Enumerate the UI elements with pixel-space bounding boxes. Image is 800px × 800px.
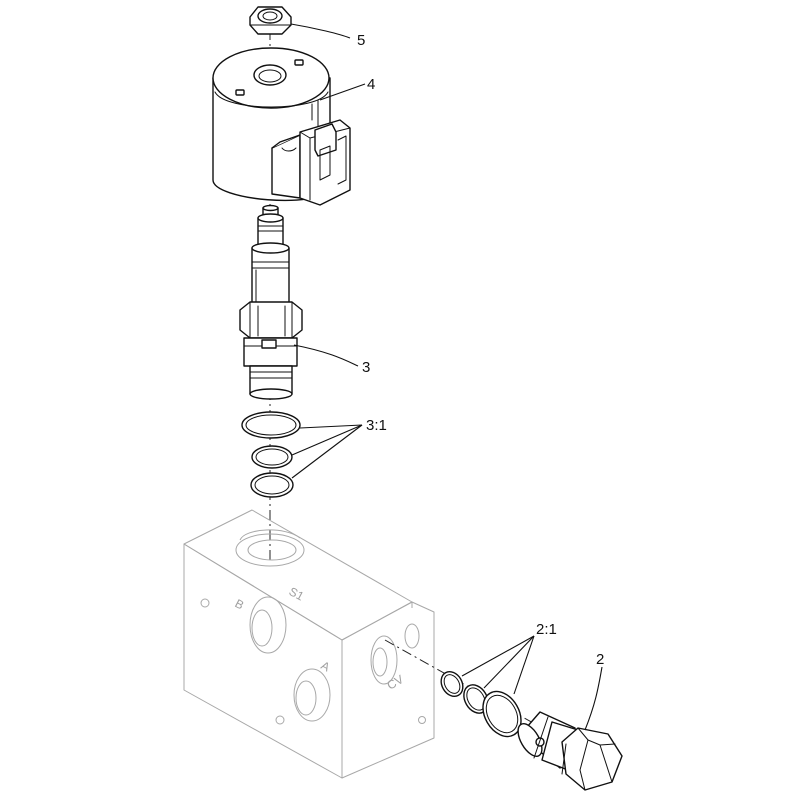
leader-2-1-b: [483, 635, 535, 689]
callout-2: 2: [596, 651, 604, 668]
check-valve-cartridge-part: [517, 711, 623, 791]
o-ring-set-2-1: [440, 670, 522, 738]
leader-3-1-a: [299, 424, 363, 429]
callout-4: 4: [367, 76, 375, 93]
port-label-b: B: [233, 596, 247, 612]
o-ring-set-3-1: [241, 411, 301, 498]
callout-5: 5: [357, 32, 365, 49]
leader-3-1-b: [291, 424, 363, 456]
leader-lines: [290, 23, 603, 731]
leader-3-1-c: [291, 424, 363, 479]
leader-2-1-a: [461, 635, 535, 677]
hex-nut-part: [249, 6, 292, 35]
callout-3-1: 3:1: [366, 417, 387, 434]
manifold-block-phantom: S1 A B CV: [183, 509, 435, 779]
port-label-cv: CV: [385, 672, 406, 692]
leader-3: [293, 344, 359, 367]
leader-4: [319, 83, 366, 101]
port-label-s1: S1: [287, 584, 307, 603]
leader-5: [290, 23, 351, 39]
solenoid-coil-part: [212, 47, 351, 206]
callout-3: 3: [362, 359, 370, 376]
leader-2-1-c: [513, 635, 535, 695]
leader-2: [584, 666, 603, 731]
callout-2-1: 2:1: [536, 621, 557, 638]
valve-cartridge-part: [239, 204, 303, 400]
